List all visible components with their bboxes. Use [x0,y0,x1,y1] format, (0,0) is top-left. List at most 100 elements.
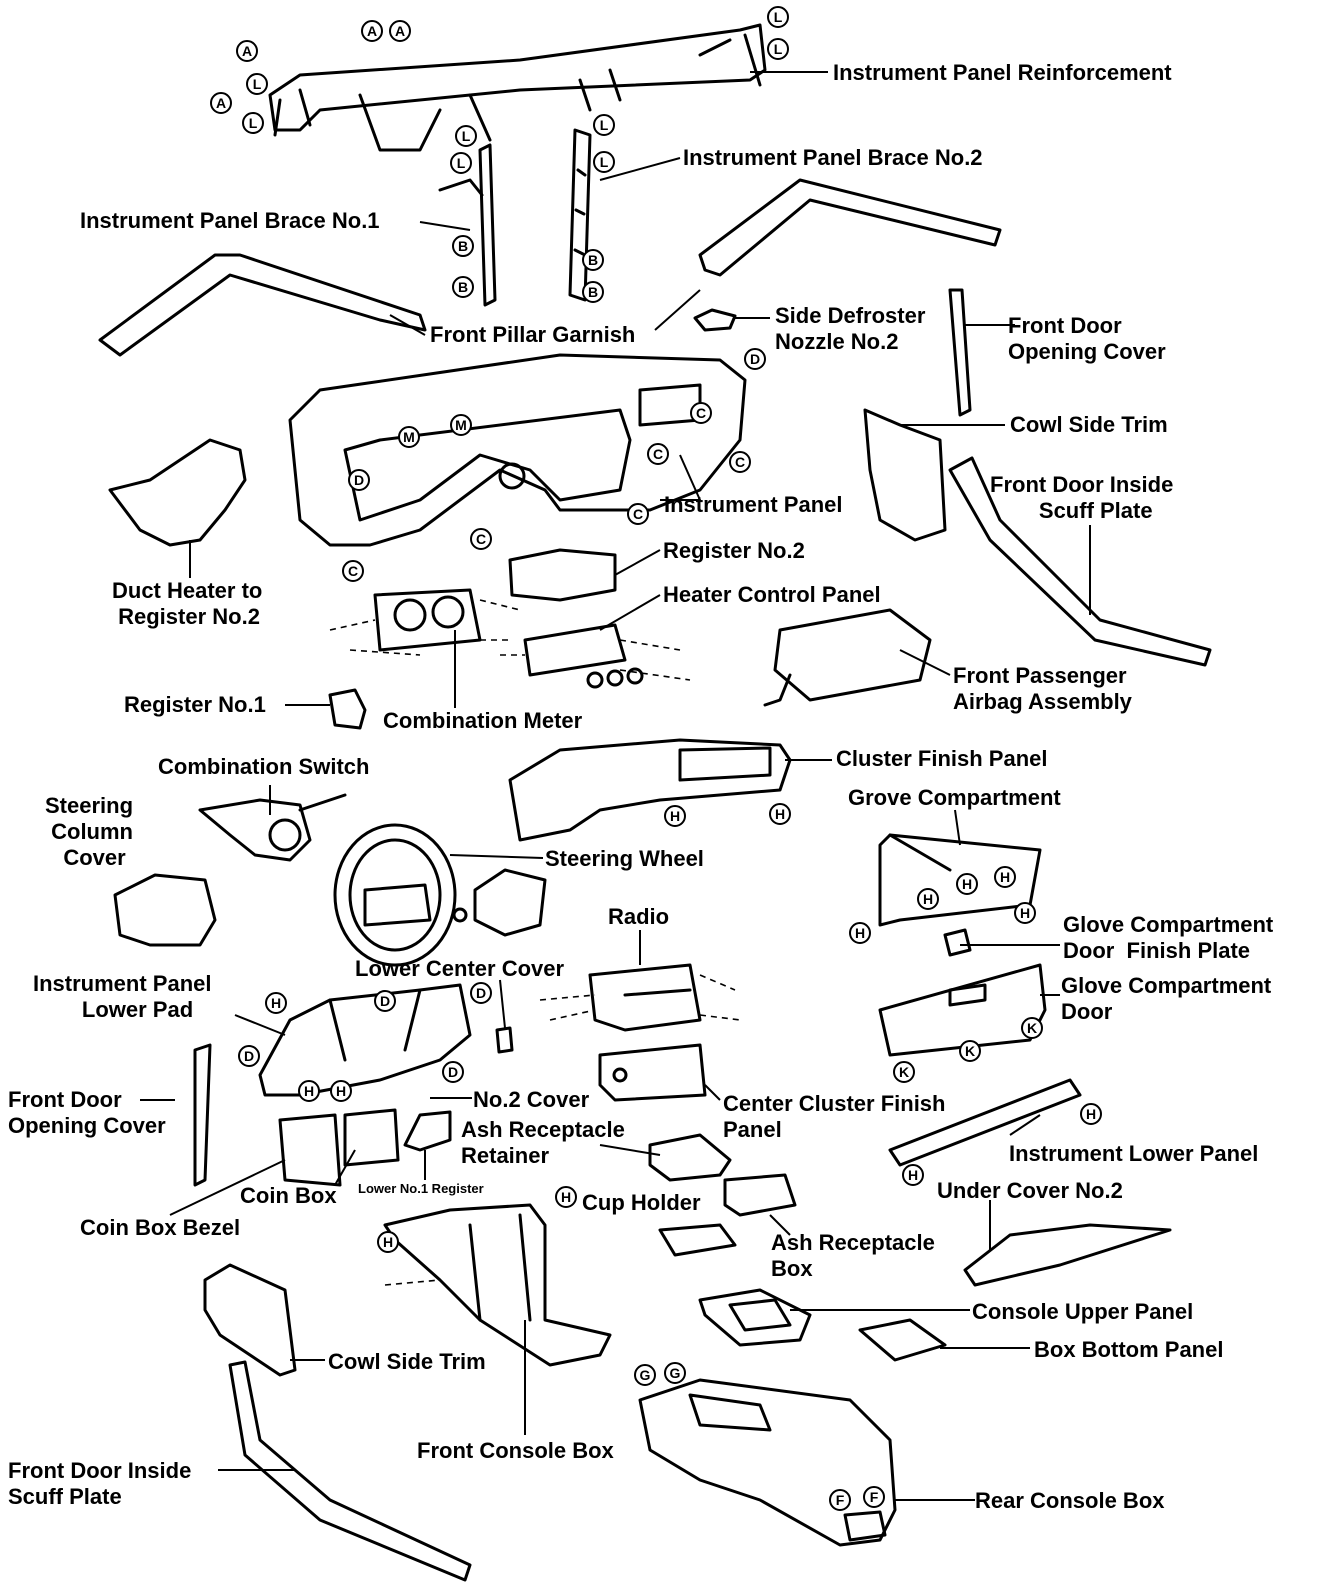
label-box-bottom-panel: Box Bottom Panel [1034,1337,1224,1362]
lower-pad-drawing [258,983,472,1097]
marker-h: H [769,803,791,825]
label-instrument-panel-brace-no1: Instrument Panel Brace No.1 [80,208,380,233]
marker-b: B [452,235,474,257]
label-radio: Radio [608,904,670,929]
label-cowl-side-trim-right: Cowl Side Trim [1010,412,1168,437]
label-register-no2: Register No.2 [663,538,805,563]
cowl-side-trim-right-drawing [863,408,947,542]
marker-c: C [470,528,492,550]
marker-g: G [634,1364,656,1386]
coin-box-drawing [343,1108,400,1167]
label-cowl-side-trim-left: Cowl Side Trim [328,1349,486,1374]
airbag-assembly-drawing [773,608,932,702]
marker-h: H [849,922,871,944]
marker-l: L [767,6,789,28]
label-rear-console-box: Rear Console Box [975,1488,1165,1513]
rear-console-box-drawing [638,1378,897,1547]
front-door-opening-cover-left-drawing [193,1043,212,1187]
marker-h: H [377,1231,399,1253]
lower-no1-register-drawing [403,1110,452,1152]
label-register-no1: Register No.1 [124,692,266,717]
label-instrument-panel: Instrument Panel [664,492,843,517]
label-cup-holder: Cup Holder [582,1190,701,1215]
ash-receptacle-box-drawing [723,1173,797,1217]
label-front-door-inside-scuff-plate-left: Front Door Inside Scuff Plate [8,1458,192,1509]
cowl-side-trim-left-drawing [203,1263,297,1377]
instrument-lower-panel-drawing [888,1078,1082,1167]
marker-h: H [956,873,978,895]
label-lower-center-cover: Lower Center Cover [355,956,565,981]
label-grove-compartment: Grove Compartment [848,785,1061,810]
marker-b: B [582,249,604,271]
marker-h: H [1080,1103,1102,1125]
side-defroster-nozzle-drawing [693,308,737,332]
label-lower-no1-register: Lower No.1 Register [358,1181,484,1196]
label-front-console-box: Front Console Box [417,1438,614,1463]
label-cluster-finish-panel: Cluster Finish Panel [836,746,1048,771]
label-ash-receptacle-retainer: Ash Receptacle Retainer [461,1117,625,1168]
marker-h: H [1014,902,1036,924]
marker-d: D [744,348,766,370]
marker-l: L [450,152,472,174]
label-coin-box: Coin Box [240,1183,337,1208]
label-center-cluster-finish-panel: Center Cluster Finish Panel [723,1091,946,1142]
marker-h: H [664,805,686,827]
label-under-cover-no2: Under Cover No.2 [937,1178,1123,1203]
marker-h: H [298,1080,320,1102]
marker-c: C [342,560,364,582]
marker-c: C [690,402,712,424]
duct-heater-drawing [108,438,247,547]
steering-wheel-drawing [333,823,547,967]
marker-b: B [582,281,604,303]
marker-h: H [330,1080,352,1102]
marker-l: L [246,73,268,95]
marker-m: M [398,426,420,448]
marker-l: L [593,114,615,136]
marker-k: K [959,1040,981,1062]
label-instrument-panel-lower-pad: Instrument Panel Lower Pad [33,971,212,1022]
label-duct-heater-to-register-no2: Duct Heater to Register No.2 [112,578,263,629]
label-combination-switch: Combination Switch [158,754,370,779]
register-no2-drawing [508,548,617,602]
label-coin-box-bezel: Coin Box Bezel [80,1215,241,1240]
label-side-defroster-nozzle-no2: Side Defroster Nozzle No.2 [775,303,926,354]
marker-d: D [442,1061,464,1083]
marker-b: B [452,276,474,298]
marker-d: D [238,1045,260,1067]
label-steering-column-cover: Steering Column Cover [45,793,134,870]
label-heater-control-panel: Heater Control Panel [663,582,881,607]
marker-c: C [729,451,751,473]
marker-d: D [470,982,492,1004]
marker-h: H [994,866,1016,888]
coin-box-bezel-drawing [278,1113,342,1187]
label-steering-wheel: Steering Wheel [545,846,704,871]
marker-m: M [450,414,472,436]
front-console-box-drawing [383,1203,612,1367]
console-upper-panel-drawing [698,1288,812,1347]
marker-h: H [265,992,287,1014]
label-no2-cover: No.2 Cover [473,1087,590,1112]
marker-h: H [917,888,939,910]
label-front-pillar-garnish: Front Pillar Garnish [430,322,636,347]
scuff-plate-left-drawing [228,1360,472,1582]
leader-lines [140,71,1091,1501]
steering-column-cover-drawing [113,873,217,947]
marker-c: C [627,503,649,525]
marker-f: F [829,1489,851,1511]
label-front-door-opening-cover-right: Front Door Opening Cover [1008,313,1166,364]
front-door-opening-cover-right-drawing [948,288,972,417]
label-glove-compartment-door-finish-plate: Glove Compartment Door Finish Plate [1063,912,1274,963]
marker-l: L [593,151,615,173]
front-pillar-garnish-left-drawing [98,253,427,357]
marker-l: L [767,38,789,60]
glove-door-finish-plate-drawing [943,928,972,957]
scuff-plate-right-drawing [948,456,1212,667]
marker-a: A [236,40,258,62]
marker-l: L [242,112,264,134]
label-instrument-panel-reinforcement: Instrument Panel Reinforcement [833,60,1172,85]
label-instrument-lower-panel: Instrument Lower Panel [1009,1141,1259,1166]
center-cluster-finish-panel-drawing [598,1043,707,1102]
label-front-passenger-airbag-assembly: Front Passenger Airbag Assembly [953,663,1132,714]
